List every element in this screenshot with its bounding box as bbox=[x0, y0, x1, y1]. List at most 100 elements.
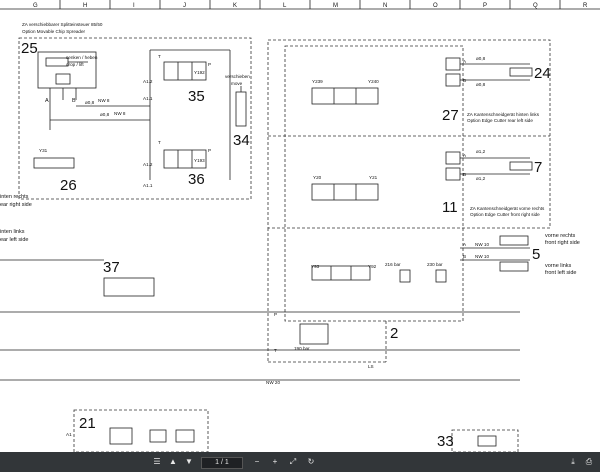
page-down-icon[interactable]: ▼ bbox=[185, 457, 193, 466]
orifice-label: ø0,8 bbox=[476, 56, 486, 61]
orifice-label: ø1,2 bbox=[476, 176, 486, 181]
component-number: 26 bbox=[60, 177, 77, 194]
component-number: 34 bbox=[233, 132, 250, 149]
page-up-icon[interactable]: ▲ bbox=[169, 457, 177, 466]
port-label: A bbox=[463, 59, 467, 64]
lift-label-en: drop / lift bbox=[66, 62, 84, 67]
side-label-en: front left side bbox=[545, 270, 577, 276]
side-label-de: inten links bbox=[0, 229, 25, 235]
pressure-label: 216 bar bbox=[385, 262, 401, 267]
port-label: B bbox=[463, 254, 466, 259]
port-label: T bbox=[158, 54, 161, 59]
port-label: T bbox=[158, 140, 161, 145]
hose-size-label: NW 10 bbox=[475, 242, 489, 247]
solenoid-label: Y193 bbox=[194, 158, 205, 163]
ruler-label: L bbox=[283, 3, 287, 9]
ruler-label: Q bbox=[533, 3, 538, 9]
zoom-in-icon[interactable]: + bbox=[272, 457, 278, 466]
solenoid-label: Y31 bbox=[39, 148, 48, 153]
port-label: B bbox=[463, 78, 466, 83]
pdf-toolbar: ☰ ▲ ▼ 1 / 1 − + ⤢ ↻ ⤓ ⎙ bbox=[0, 452, 600, 472]
solenoid-label: Y240 bbox=[368, 79, 379, 84]
zoom-out-icon[interactable]: − bbox=[254, 457, 260, 466]
hose-size-label: NW 8 bbox=[98, 98, 110, 103]
ruler-label: G bbox=[33, 3, 38, 9]
edge-cutter-label-en: Option Edge Cutter rear left side bbox=[467, 118, 533, 123]
hose-size-label: NW 8 bbox=[114, 111, 126, 116]
page-current: 1 bbox=[215, 459, 220, 466]
component-number: 35 bbox=[188, 88, 205, 105]
port-label: P bbox=[208, 62, 211, 67]
valve-block-right: Y239 Y240 27 A B ø0,8 ø0,8 24 ZA Kantens… bbox=[267, 39, 580, 369]
print-icon[interactable]: ⎙ bbox=[585, 457, 593, 466]
solenoid-label: Y20 bbox=[313, 175, 322, 180]
port-label: B bbox=[463, 172, 466, 177]
component-number: 5 bbox=[532, 246, 540, 263]
port-label: A1.1 bbox=[143, 96, 153, 101]
solenoid-label: Y239 bbox=[312, 79, 323, 84]
hose-size-label: NW 20 bbox=[266, 380, 280, 385]
fit-page-icon[interactable]: ⤢ bbox=[289, 457, 297, 466]
port-label: P bbox=[208, 148, 211, 153]
port-label: A bbox=[463, 242, 467, 247]
pressure-label: 230 bar bbox=[427, 262, 443, 267]
ruler-label: P bbox=[483, 3, 487, 9]
ruler-label: M bbox=[333, 3, 338, 9]
rotate-icon[interactable]: ↻ bbox=[307, 457, 315, 466]
solenoid-label: Y21 bbox=[369, 175, 378, 180]
component-number: 25 bbox=[21, 40, 38, 57]
ruler-label: O bbox=[433, 3, 438, 9]
side-label-en: ear left side bbox=[0, 237, 28, 243]
component-number: 27 bbox=[442, 107, 459, 124]
port-label: P bbox=[274, 312, 277, 317]
page-total: / 1 bbox=[221, 459, 229, 466]
component-number: 24 bbox=[534, 65, 551, 82]
orifice-label: ø0,8 bbox=[476, 82, 486, 87]
port-label: A1.1 bbox=[143, 183, 153, 188]
port-label: A1 bbox=[66, 432, 72, 437]
spreader-title-de: ZA verschiebbarer Splitteinsteuer 85/50 bbox=[22, 22, 103, 27]
orifice-label: ø0,8 bbox=[85, 100, 95, 105]
ruler-label: K bbox=[233, 3, 237, 9]
edge-cutter-label-de: ZA Kantenschneidgerät hinten links bbox=[467, 112, 540, 117]
component-number: 2 bbox=[390, 325, 398, 342]
component-number: 11 bbox=[442, 199, 458, 216]
menu-icon[interactable]: ☰ bbox=[153, 457, 161, 466]
ruler: G H I J K L M N O P Q R bbox=[0, 0, 600, 10]
component-number: 33 bbox=[437, 433, 454, 450]
ruler-label: J bbox=[183, 3, 186, 9]
port-label: A bbox=[463, 153, 467, 158]
solenoid-label: Y192 bbox=[194, 70, 205, 75]
edge-cutter-label-en: Option Edge Cutter front right side bbox=[470, 212, 540, 217]
edge-cutter-label-de: ZA Kantenschneidgerät vorne rechts bbox=[470, 206, 545, 211]
lift-label-de: senken / heben bbox=[66, 55, 98, 60]
port-label: A1.2 bbox=[143, 162, 153, 167]
solenoid-label: Y92 bbox=[368, 264, 377, 269]
orifice-label: ø1,2 bbox=[476, 149, 486, 154]
side-label-de: inten rechts bbox=[0, 194, 29, 200]
side-label-de: vorne links bbox=[545, 263, 572, 269]
ruler-label: I bbox=[133, 3, 135, 9]
component-number: 7 bbox=[534, 159, 542, 176]
component-number: 37 bbox=[103, 259, 120, 276]
port-label: T bbox=[274, 348, 277, 353]
download-icon[interactable]: ⤓ bbox=[571, 457, 575, 466]
module-21: 21 A1 bbox=[66, 409, 209, 452]
ruler-label: H bbox=[83, 3, 87, 9]
move-label-de: verschieben bbox=[225, 74, 250, 79]
side-label-en: ear right side bbox=[0, 202, 32, 208]
move-label-en: move bbox=[231, 81, 243, 86]
ruler-label: N bbox=[383, 3, 387, 9]
orifice-label: ø0,8 bbox=[100, 112, 110, 117]
page-number-field[interactable]: 1 / 1 bbox=[201, 457, 243, 469]
side-label-en: front right side bbox=[545, 240, 580, 246]
hose-size-label: NW 10 bbox=[475, 254, 489, 259]
pressure-label: 190 bar bbox=[294, 346, 310, 351]
hydraulic-schematic: G H I J K L M N O P Q R ZA verschiebbare… bbox=[0, 0, 600, 452]
spreader-title-en: Option Movable Chip Spreader bbox=[22, 29, 86, 34]
module-33: 33 bbox=[437, 429, 519, 452]
side-label-de: vorne rechts bbox=[545, 233, 576, 239]
port-label: A bbox=[45, 98, 49, 104]
port-label: B bbox=[72, 98, 76, 104]
ruler-label: R bbox=[583, 3, 588, 9]
